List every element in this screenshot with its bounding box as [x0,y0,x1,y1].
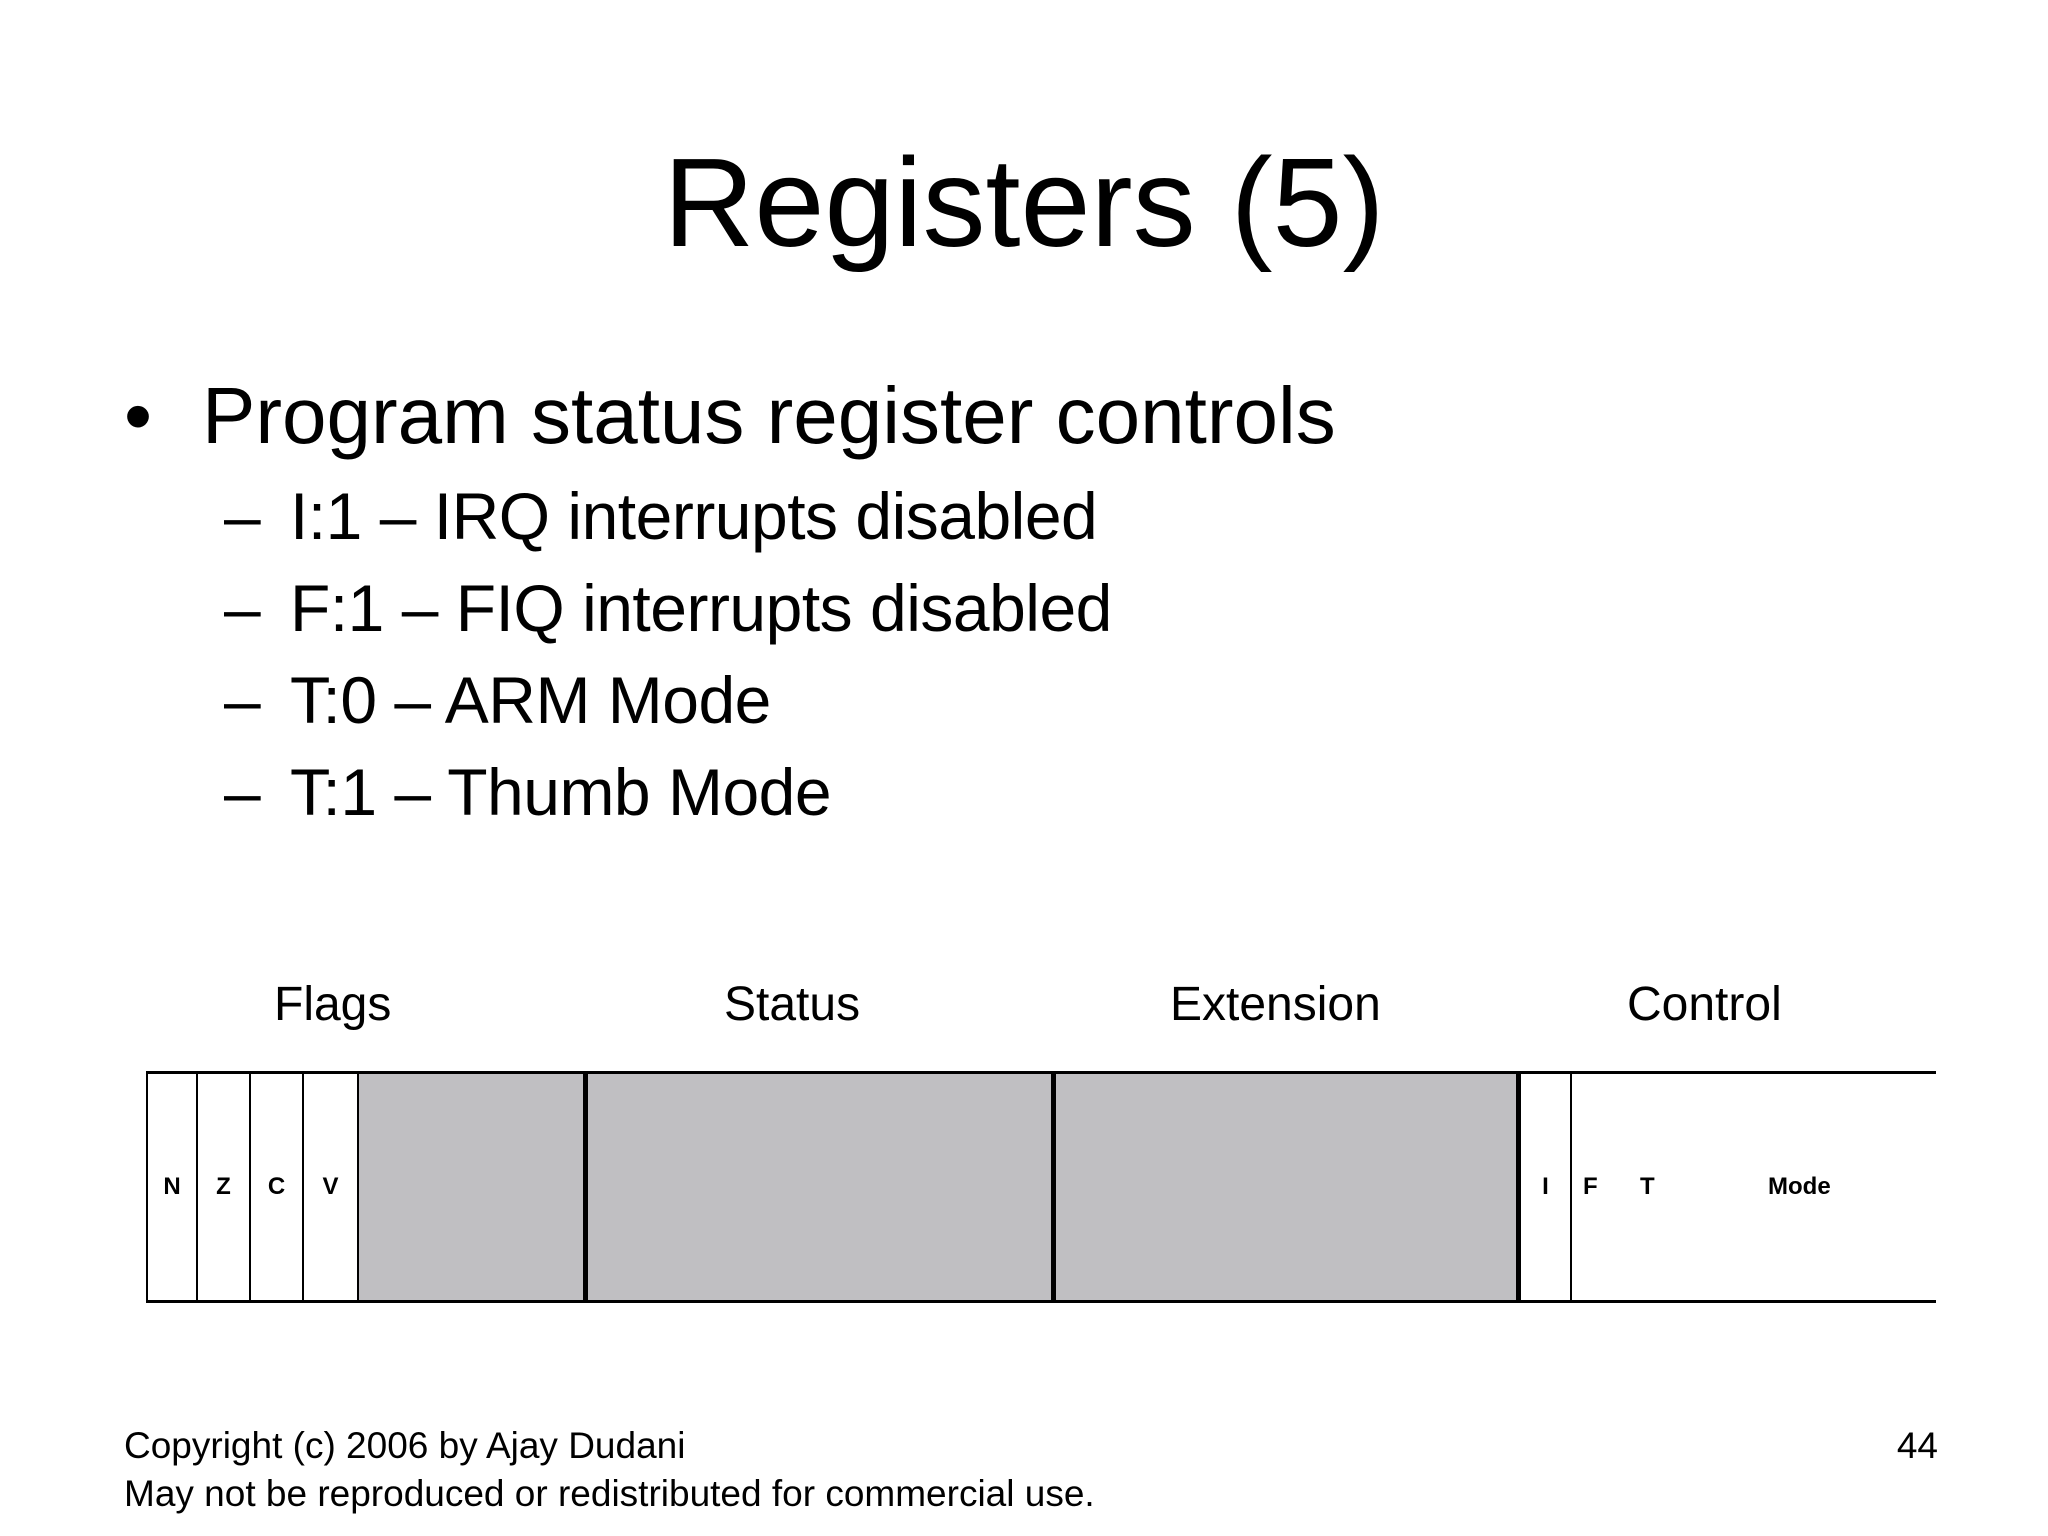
group-label-status: Status [724,978,861,1031]
dash-marker: – [224,571,261,645]
dash-marker: – [224,479,261,553]
flag-bit-c: C [249,1074,302,1300]
bullet-marker: • [124,371,153,460]
control-field [1570,1074,1936,1300]
status-field [583,1074,1051,1300]
control-bit-f: F [1583,1173,1598,1200]
sub-item-text: T:1 – Thumb Mode [290,755,832,829]
list-item: –I:1 – IRQ interrupts disabled [224,470,1112,562]
flag-bit-n: N [146,1074,196,1300]
group-label-extension: Extension [1170,978,1381,1031]
bullet-text: Program status register controls [202,371,1336,460]
usage-notice: May not be reproduced or redistributed f… [124,1473,1095,1514]
extension-field [1051,1074,1516,1300]
list-item: –T:1 – Thumb Mode [224,746,1112,838]
list-item: –T:0 – ARM Mode [224,654,1112,746]
psr-diagram: Flags Status Extension Control N Z C V I… [140,975,1940,1415]
main-bullet: • Program status register controls [124,368,1336,464]
group-label-control: Control [1627,978,1782,1031]
dash-marker: – [224,663,261,737]
flag-bit-z: Z [196,1074,249,1300]
dash-marker: – [224,755,261,829]
footer-copyright-block: Copyright (c) 2006 by Ajay Dudani May no… [124,1422,1095,1518]
sub-bullet-list: –I:1 – IRQ interrupts disabled –F:1 – FI… [224,470,1112,838]
flag-bit-v: V [302,1074,357,1300]
slide-title: Registers (5) [663,132,1385,273]
control-bit-i: I [1516,1074,1570,1300]
sub-item-text: T:0 – ARM Mode [290,663,771,737]
control-bit-t: T [1640,1173,1655,1200]
list-item: –F:1 – FIQ interrupts disabled [224,562,1112,654]
control-mode-label: Mode [1768,1173,1831,1200]
group-label-flags: Flags [274,978,392,1031]
sub-item-text: F:1 – FIQ interrupts disabled [290,571,1112,645]
copyright-text: Copyright (c) 2006 by Ajay Dudani [124,1425,686,1466]
flags-reserved-field [357,1074,583,1300]
sub-item-text: I:1 – IRQ interrupts disabled [290,479,1098,553]
register-bar: N Z C V I F T Mode [146,1071,1936,1303]
page-number: 44 [1896,1425,1938,1466]
